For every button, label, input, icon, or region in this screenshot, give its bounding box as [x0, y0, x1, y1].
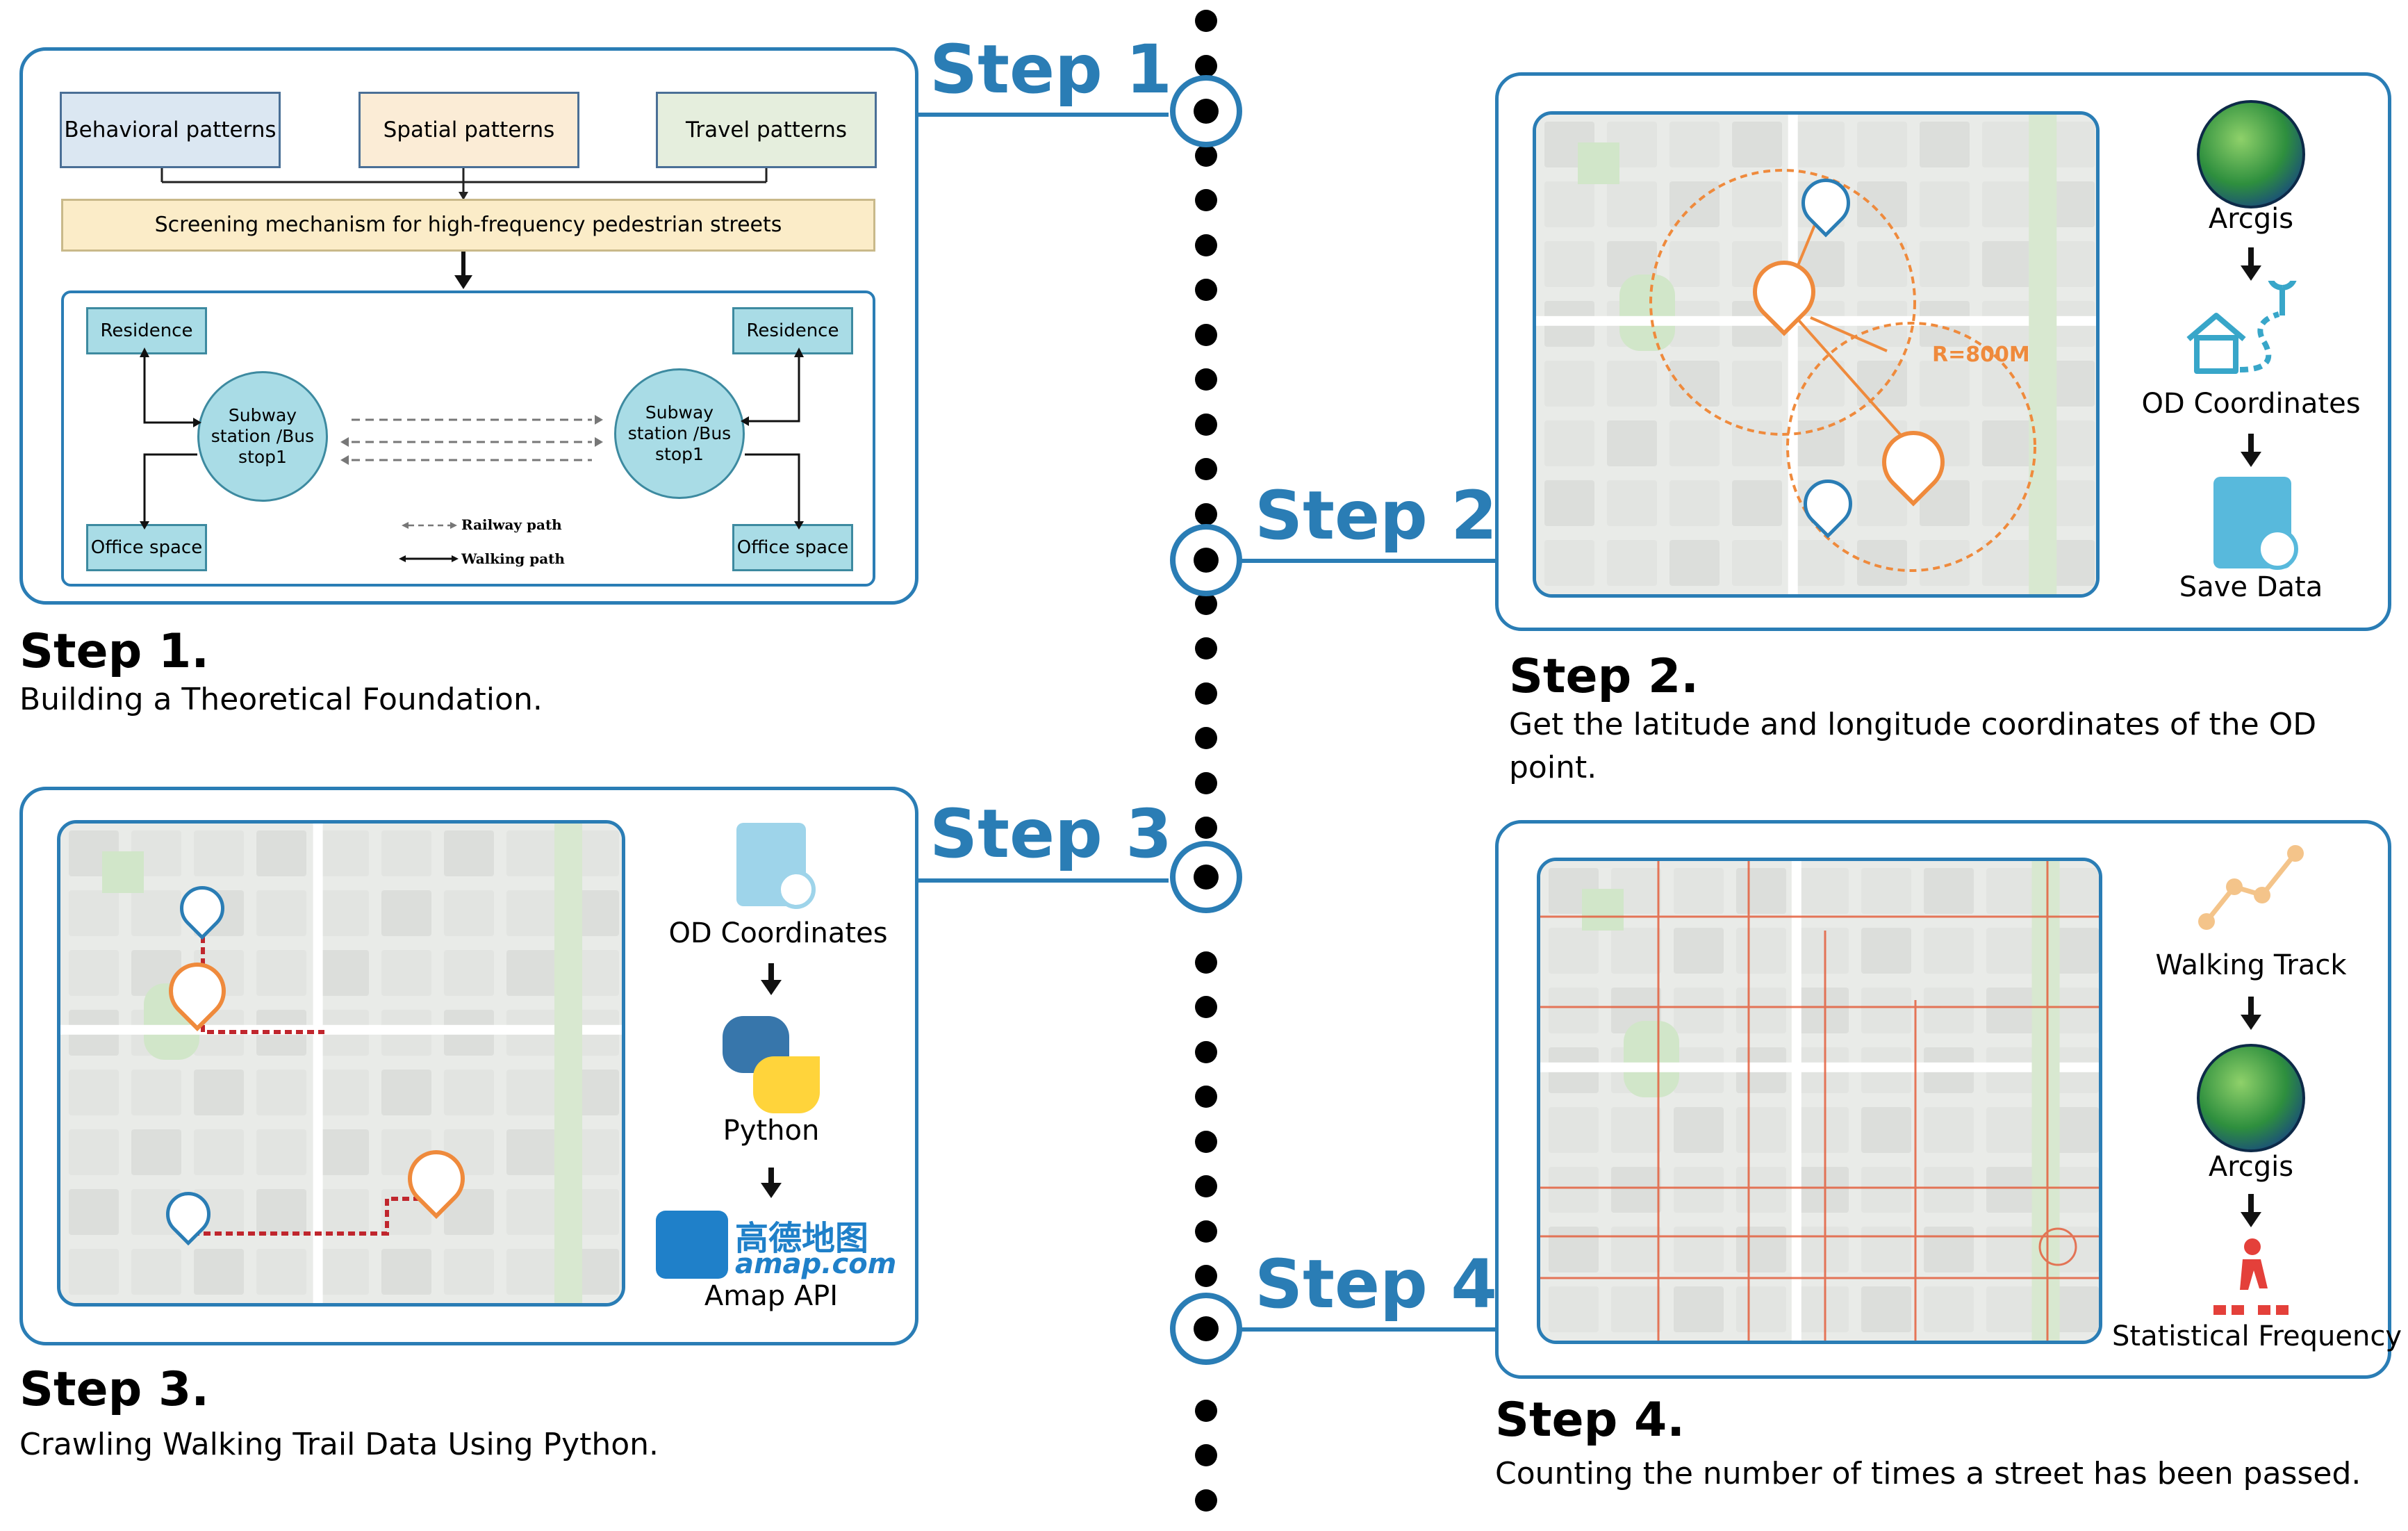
step4-description: Counting the number of times a street ha…	[1495, 1456, 2361, 1491]
timeline-dot	[1195, 502, 1217, 525]
timeline-dot	[1195, 279, 1217, 301]
step2-node	[1170, 524, 1242, 596]
step2-description: Get the latitude and longitude coordinat…	[1509, 707, 2317, 785]
save-data-badge-icon	[2257, 528, 2298, 570]
step1-label: Step 1	[930, 31, 1173, 108]
behavioral-patterns-box: Behavioral patterns	[60, 92, 281, 168]
step4-tracks-overlay	[1540, 861, 2099, 1341]
step3-tool3-label: Amap API	[704, 1280, 839, 1312]
step3-label: Step 3	[930, 795, 1173, 873]
timeline-dot	[1195, 323, 1217, 346]
step3-description: Crawling Walking Trail Data Using Python…	[19, 1427, 659, 1462]
step3-connector	[918, 878, 1169, 883]
timeline-dot	[1195, 1086, 1217, 1108]
office-left-box: Office space	[86, 524, 207, 571]
down-arrow-icon	[2241, 997, 2261, 1030]
timeline-dot	[1195, 1444, 1217, 1466]
timeline-dot	[1195, 727, 1217, 749]
step4-label: Step 4	[1255, 1245, 1498, 1323]
step2-connector	[1241, 559, 1495, 563]
step1-title: Step 1.	[19, 624, 210, 679]
step4-connector	[1241, 1327, 1495, 1332]
route-home-icon	[2186, 281, 2297, 374]
screening-mechanism-box: Screening mechanism for high-frequency p…	[61, 199, 875, 252]
amap-brand-en: amap.com	[735, 1248, 897, 1280]
step3-tool2-label: Python	[723, 1115, 820, 1147]
step4-title: Step 4.	[1495, 1393, 1685, 1448]
down-arrow-icon	[2241, 1194, 2261, 1227]
timeline-dot	[1195, 637, 1217, 660]
timeline-dot	[1195, 1399, 1217, 1422]
od-coordinates-badge-icon	[777, 870, 816, 909]
residence-right-box: Residence	[732, 307, 853, 354]
amap-brand-cn: 高德地图	[735, 1219, 869, 1258]
step4-map	[1537, 858, 2102, 1344]
python-logo-icon	[723, 1016, 820, 1113]
step3-map	[57, 820, 625, 1307]
amap-logo-icon	[656, 1211, 728, 1279]
step2-tool2-label: OD Coordinates	[2141, 388, 2361, 420]
step4-tool1-label: Walking Track	[2155, 949, 2347, 981]
step4-tool3-label: Statistical Frequency	[2112, 1320, 2402, 1352]
timeline-dot	[1195, 144, 1217, 167]
step3-node	[1170, 841, 1242, 913]
timeline-dot	[1195, 1040, 1217, 1063]
down-arrow-icon	[761, 963, 782, 995]
timeline-dot	[1195, 951, 1217, 974]
office-right-box: Office space	[732, 524, 853, 571]
timeline-dot	[1195, 368, 1217, 391]
step3-map-background	[60, 824, 622, 1303]
step1-flow-arrows	[140, 347, 804, 562]
step1-pattern-connectors	[160, 168, 768, 289]
step1-node	[1170, 75, 1242, 147]
step1-connector	[918, 113, 1169, 117]
step2-title: Step 2.	[1509, 649, 1699, 704]
legend-walking-path: Walking path	[461, 550, 565, 567]
step2-tool3-label: Save Data	[2179, 571, 2323, 603]
arcgis-globe-icon	[2197, 1044, 2305, 1152]
pedestrian-crossing-icon	[2213, 1238, 2289, 1315]
legend-railway-path: Railway path	[461, 516, 562, 533]
timeline-dot	[1195, 1489, 1217, 1512]
step3-title: Step 3.	[19, 1362, 210, 1417]
step3-tool1-label: OD Coordinates	[668, 917, 888, 949]
timeline-dot	[1195, 771, 1217, 794]
timeline-dot	[1195, 817, 1217, 839]
down-arrow-icon	[2241, 247, 2261, 281]
timeline-dot	[1195, 189, 1217, 211]
step1-description: Building a Theoretical Foundation.	[19, 682, 543, 717]
step2-tool1-label: Arcgis	[2208, 203, 2294, 235]
timeline-dot	[1195, 1265, 1217, 1287]
radius-label: R=800M	[1932, 343, 2030, 367]
spatial-patterns-box: Spatial patterns	[358, 92, 579, 168]
timeline-dot	[1195, 1130, 1217, 1153]
down-arrow-icon	[2241, 434, 2261, 467]
step4-node	[1170, 1293, 1242, 1365]
timeline-dot	[1195, 10, 1217, 32]
arcgis-globe-icon	[2197, 100, 2305, 208]
step3-route-overlay	[192, 914, 436, 1236]
timeline-dot	[1195, 234, 1217, 256]
timeline-dot	[1195, 54, 1217, 77]
timeline-dot	[1195, 1220, 1217, 1243]
timeline-dot	[1195, 458, 1217, 480]
residence-left-box: Residence	[86, 307, 207, 354]
step1-inner-frame	[61, 290, 875, 587]
timeline-dot	[1195, 413, 1217, 436]
down-arrow-icon	[761, 1168, 782, 1198]
travel-patterns-box: Travel patterns	[656, 92, 877, 168]
timeline-dot	[1195, 1175, 1217, 1197]
timeline-dot	[1195, 996, 1217, 1018]
step4-tool2-label: Arcgis	[2208, 1151, 2294, 1183]
step2-label: Step 2	[1255, 477, 1498, 555]
station-left-node: Subway station /Bus stop1	[197, 371, 328, 502]
timeline-dot	[1195, 682, 1217, 705]
station-right-node: Subway station /Bus stop1	[614, 368, 745, 499]
step2-map: R=800M	[1533, 111, 2100, 598]
walking-track-icon	[2198, 845, 2304, 930]
